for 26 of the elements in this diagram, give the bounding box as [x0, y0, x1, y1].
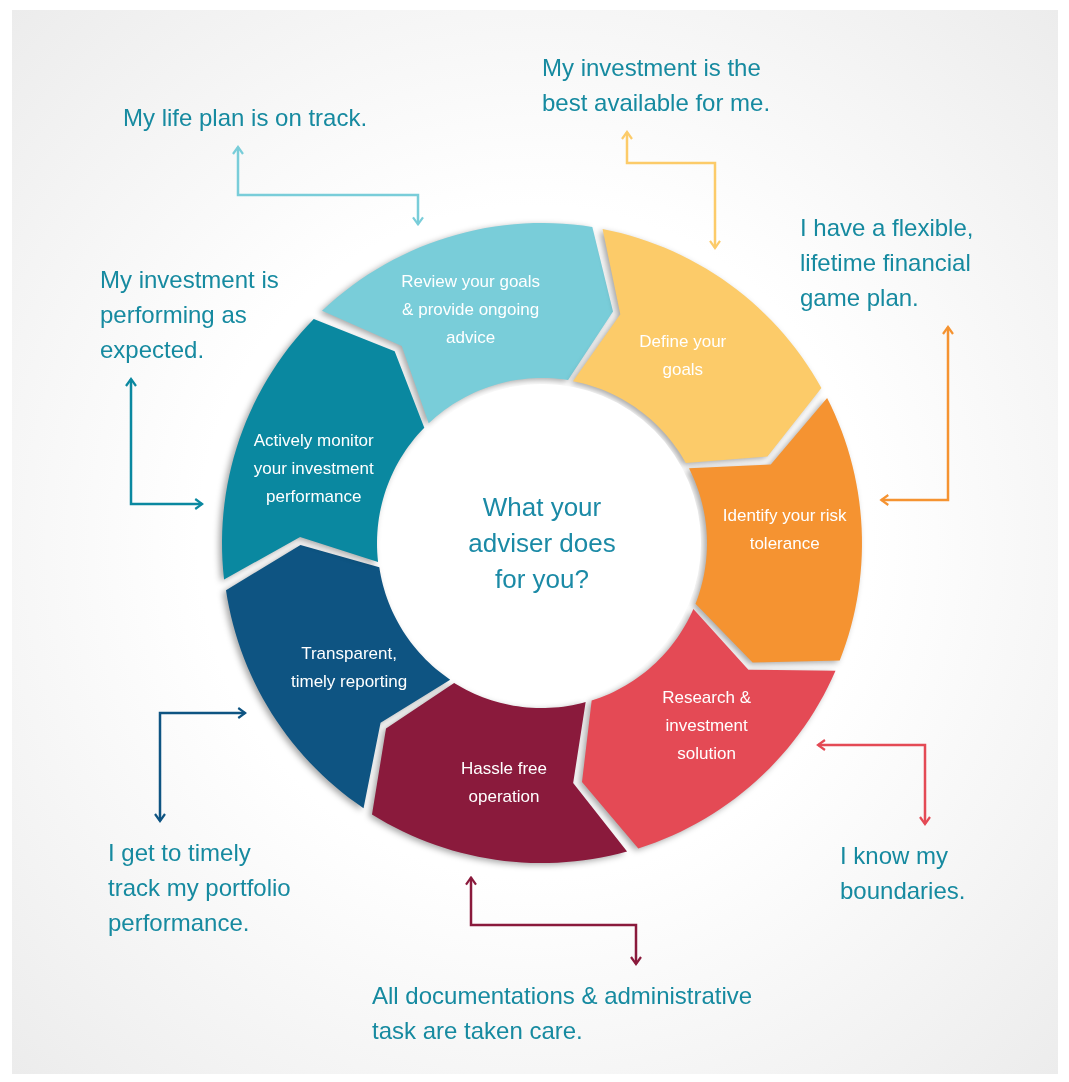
outcome-text: I know my boundaries. — [840, 838, 1005, 908]
step-label: Define your goals — [638, 331, 728, 382]
double-arrow — [464, 876, 643, 966]
double-arrow — [124, 377, 204, 511]
double-arrow — [620, 130, 722, 250]
outcome-text: My life plan is on track. — [123, 100, 423, 135]
outcome-text: All documentations & administrative task are taken care. — [372, 978, 792, 1048]
center-question: What your adviser does for you? — [467, 491, 617, 596]
process-segment — [689, 397, 862, 663]
step-label: Hassle free operation — [459, 758, 548, 808]
outcome-text: I get to timely track my portfolio performance. — [108, 835, 308, 940]
double-arrow — [153, 706, 247, 823]
step-label: Review your goals & provide ongoing advice — [400, 270, 542, 349]
double-arrow — [816, 738, 932, 826]
step-label: Identify your risk tolerance — [722, 505, 848, 556]
outcome-text: My investment is the best available for me. — [542, 50, 804, 120]
process-segment — [321, 223, 613, 424]
process-segment — [225, 545, 450, 809]
outcome-text: I have a flexible, lifetime financial game plan. — [800, 210, 1015, 315]
step-label: Actively monitor your investment performance — [252, 429, 375, 508]
process-segment — [581, 608, 836, 849]
double-arrow — [231, 145, 425, 226]
step-label: Transparent, timely reporting — [289, 643, 409, 694]
outcome-text: My investment is performing as expected. — [100, 262, 315, 367]
step-label: Research & investment solution — [661, 686, 752, 765]
double-arrow — [880, 325, 955, 507]
